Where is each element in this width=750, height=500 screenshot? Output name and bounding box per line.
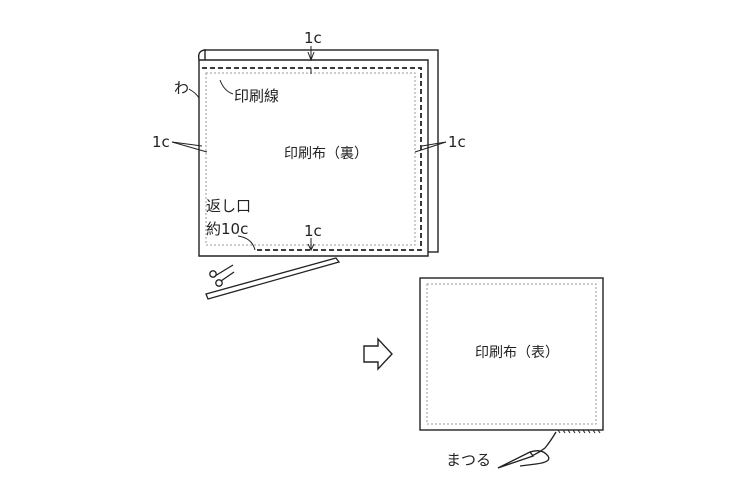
needle-icon xyxy=(497,431,557,469)
scissors-icon xyxy=(209,264,235,287)
fabric-front-panel xyxy=(419,277,604,431)
label-margin-bottom: 1c xyxy=(304,222,322,240)
blind-stitch-marks xyxy=(557,429,601,434)
stitch-line xyxy=(202,67,422,251)
label-margin-right: 1c xyxy=(448,133,466,151)
label-print-line: 印刷線 xyxy=(234,87,279,105)
fabric-front-print-line xyxy=(426,283,597,425)
margin-markers xyxy=(171,46,447,252)
right-arrow-icon xyxy=(363,337,393,371)
folded-fabric-back xyxy=(197,49,439,257)
cut-strip xyxy=(205,257,341,300)
label-fabric-front: 印刷布（表） xyxy=(475,345,559,361)
needle xyxy=(497,451,535,469)
label-return-opening-1: 返し口 xyxy=(206,197,251,215)
fold-curl xyxy=(197,49,207,61)
label-return-opening-2: 約10c xyxy=(206,220,248,238)
fabric-front-layer xyxy=(198,59,429,257)
label-blind-stitch: まつる xyxy=(446,451,491,469)
label-fold: わ xyxy=(174,79,189,97)
label-margin-top: 1c xyxy=(304,29,322,47)
label-fabric-back: 印刷布（裏） xyxy=(284,145,368,162)
label-margin-left: 1c xyxy=(152,133,170,151)
